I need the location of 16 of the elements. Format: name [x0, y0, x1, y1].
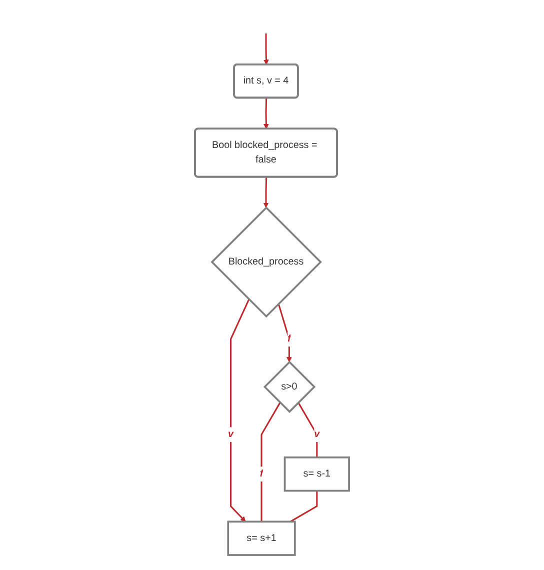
arrow [278, 304, 292, 362]
connector [260, 402, 281, 522]
node-box: s= s-1 [284, 456, 350, 492]
edge-label: f [260, 468, 264, 480]
arrow [264, 34, 269, 65]
arrow [263, 177, 269, 208]
edge-label: v [314, 428, 320, 440]
edge-label: f [288, 334, 291, 344]
connector [298, 402, 318, 458]
arrow [264, 98, 269, 130]
edge-label: v [228, 428, 234, 440]
node-diamond: Blocked_process [210, 206, 322, 318]
node-diamond: s>0 [263, 360, 316, 413]
connector [290, 490, 318, 522]
arrow [230, 299, 250, 522]
node-box: s= s+1 [227, 520, 296, 556]
